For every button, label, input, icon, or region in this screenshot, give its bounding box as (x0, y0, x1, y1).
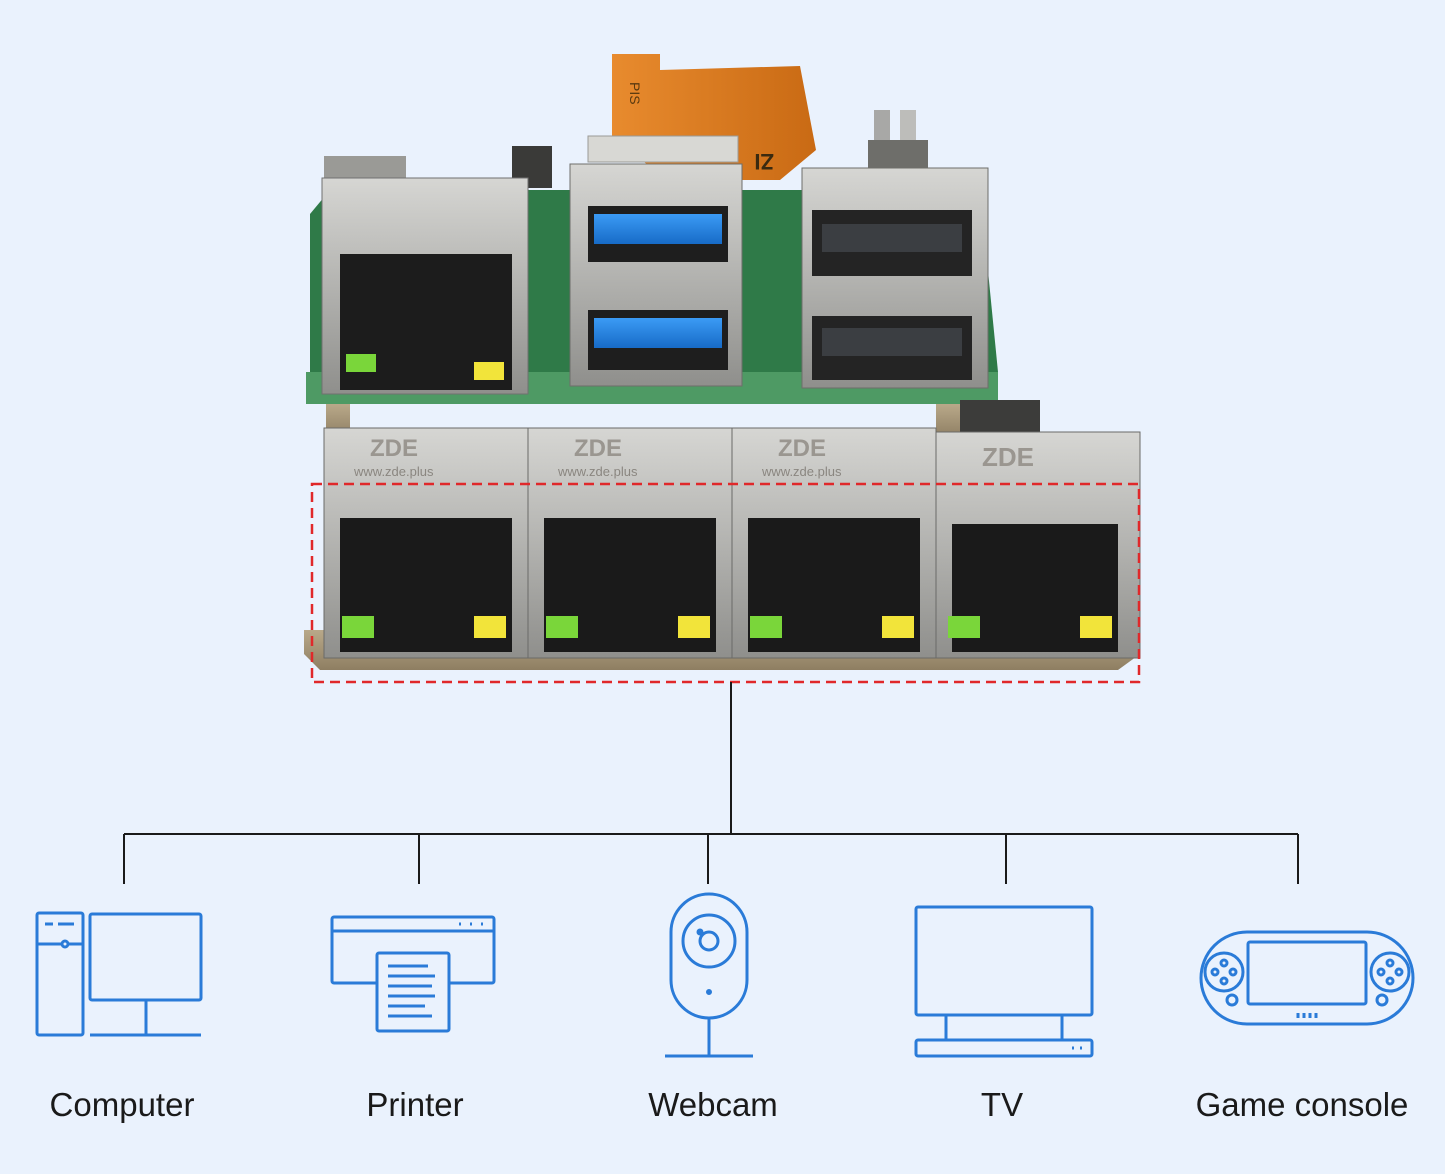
usb2-ports (801, 167, 989, 389)
hat-ethernet-port-1: ZDE www.zde.plus (323, 427, 529, 659)
brand-text: ZDE (982, 442, 1034, 472)
label-webcam: Webcam (648, 1086, 778, 1123)
computer-icon (35, 911, 203, 1037)
ribbon-mark: ZI (754, 149, 774, 174)
dark-component (960, 400, 1040, 434)
label-computer: Computer (49, 1086, 195, 1123)
hat-ethernet-port-2: ZDE www.zde.plus (527, 427, 733, 659)
usb3-ports (569, 163, 743, 387)
webcam-icon (665, 892, 753, 1058)
brand-text: ZDE (370, 435, 418, 462)
brand-text: ZDE (574, 435, 622, 462)
label-printer: Printer (366, 1086, 464, 1123)
game-console-icon (1199, 930, 1415, 1026)
hat-ethernet-port-4: ZDE (935, 431, 1141, 659)
connector-tree (123, 682, 1299, 884)
ribbon-text: PIS (627, 82, 643, 105)
printer-icon (330, 915, 496, 1033)
ribbon-cable: PIS ZI (587, 54, 816, 180)
hat-ethernet-port-3: ZDE www.zde.plus (731, 427, 937, 659)
label-game-console: Game console (1195, 1086, 1409, 1123)
pi-ethernet-port (321, 177, 529, 395)
brand-text: ZDE (778, 435, 826, 462)
website-text: www.zde.plus (353, 464, 434, 479)
label-tv: TV (980, 1086, 1024, 1123)
tv-icon (914, 905, 1094, 1058)
hardware-stack: PIS ZI (304, 54, 1141, 670)
website-text: www.zde.plus (761, 464, 842, 479)
website-text: www.zde.plus (557, 464, 638, 479)
